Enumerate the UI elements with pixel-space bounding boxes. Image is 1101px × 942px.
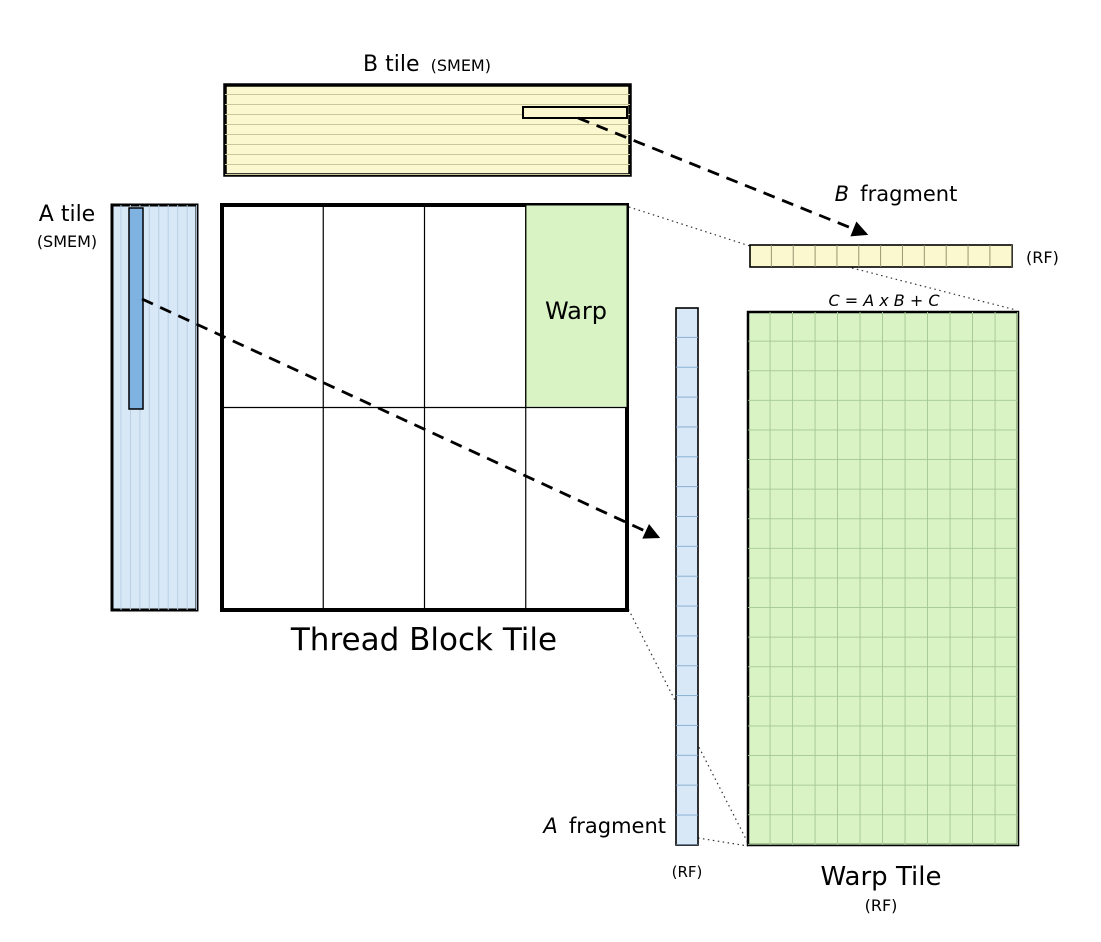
b-fragment-name: B <box>835 182 849 206</box>
dotted-line-afragment-to-warptile <box>697 837 749 847</box>
b-tile-title: B tile <box>363 52 419 77</box>
a-tile-mem-label: (SMEM) <box>37 232 97 251</box>
dotted-line-warpcell-to-bfragment <box>628 206 751 247</box>
dotted-line-bfragment-to-warptile <box>851 267 1017 311</box>
a-fragment-cell-lines <box>676 308 698 845</box>
a-tile-title: A tile <box>39 202 95 227</box>
a-tile-column-lines <box>112 205 197 610</box>
b-tile-subtile <box>522 106 628 119</box>
warp-tile-grid-lines <box>748 312 1018 845</box>
equation-label: C = A x B + C <box>828 291 940 310</box>
b-tile-group: B tile (SMEM) <box>223 52 632 177</box>
b-fragment-word: fragment <box>860 182 957 206</box>
warp-cell-label: Warp <box>545 297 607 325</box>
a-fragment-word: fragment <box>569 814 666 838</box>
thread-block-tile-group: Warp Thread Block Tile <box>220 203 629 658</box>
load-arrows <box>141 116 869 539</box>
warp-tile-group: Warp Tile (RF) <box>746 310 1020 915</box>
b-tile-mem-label: (SMEM) <box>431 56 491 75</box>
b-fragment-rf-label: (RF) <box>1026 248 1059 267</box>
a-fragment-rf-label: (RF) <box>672 863 703 881</box>
warp-cell <box>525 204 628 408</box>
warp-tile-title: Warp Tile <box>821 862 942 892</box>
b-fragment-group: B fragment (RF) <box>749 182 1059 268</box>
thread-block-grid-lines <box>222 205 627 610</box>
b-tile-label: B tile (SMEM) <box>363 52 491 77</box>
b-fragment-label: B fragment <box>835 182 958 206</box>
a-fragment-name: A <box>541 814 557 838</box>
a-fragment-group: A fragment (RF) <box>541 307 703 881</box>
b-tile-row-lines <box>225 85 630 175</box>
thread-block-tile-title: Thread Block Tile <box>290 622 557 658</box>
arrow-atile-to-afragment <box>141 297 661 539</box>
arrow-btile-to-bfragment <box>577 116 869 237</box>
b-fragment-cell-lines <box>750 245 1012 267</box>
a-fragment-label: A fragment <box>541 814 666 838</box>
a-tile-subtile <box>128 207 144 410</box>
warp-tile-rf-label: (RF) <box>865 896 898 915</box>
a-tile-group: A tile (SMEM) <box>37 202 199 612</box>
